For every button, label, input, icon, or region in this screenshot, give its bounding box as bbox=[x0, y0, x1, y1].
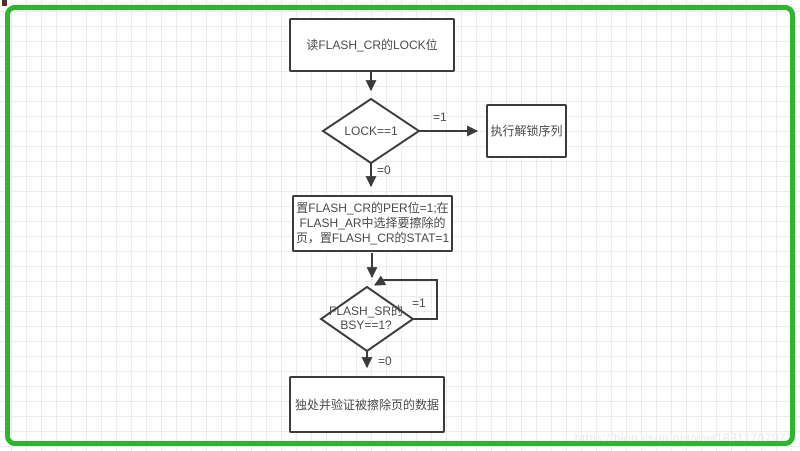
csdn-watermark: https://blog.csdn.net/wwt18811707971 bbox=[574, 431, 793, 445]
edge-label-lock-no: =0 bbox=[377, 163, 391, 177]
node-unlock-sequence: 执行解锁序列 bbox=[486, 104, 567, 158]
diamond-busy-check-label: FLASH_SR的 BSY==1? bbox=[328, 304, 404, 332]
node-set-per: 置FLASH_CR的PER位=1;在 FLASH_AR中选择要擦除的 页，置FL… bbox=[292, 195, 453, 252]
node-read-lock: 读FLASH_CR的LOCK位 bbox=[289, 18, 455, 72]
edge-label-busy-no: =0 bbox=[378, 354, 392, 368]
diamond-busy-check bbox=[319, 285, 415, 353]
edge-label-busy-yes: =1 bbox=[412, 296, 426, 310]
diamond-lock-check bbox=[321, 97, 421, 165]
node-verify-data: 独处并验证被擦除页的数据 bbox=[289, 376, 445, 433]
corner-artifact bbox=[2, 0, 7, 6]
edge-busycheck-loop bbox=[374, 275, 438, 320]
diamond-lock-check-label: LOCK==1 bbox=[344, 124, 398, 138]
edge-label-lock-yes: =1 bbox=[433, 110, 447, 124]
